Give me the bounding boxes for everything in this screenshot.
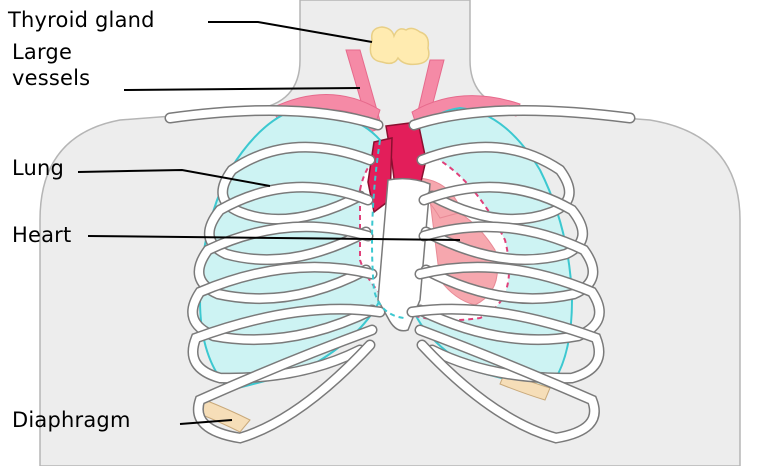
- large-vessels-label-line2: vessels: [12, 66, 90, 90]
- large-vessels-label-line1: Large: [12, 40, 72, 64]
- diaphragm-label: Diaphragm: [12, 408, 131, 432]
- thyroid-gland-shape: [370, 27, 429, 64]
- heart-label: Heart: [12, 223, 71, 247]
- thyroid-gland-label: Thyroid gland: [8, 8, 155, 32]
- lung-label: Lung: [12, 156, 64, 180]
